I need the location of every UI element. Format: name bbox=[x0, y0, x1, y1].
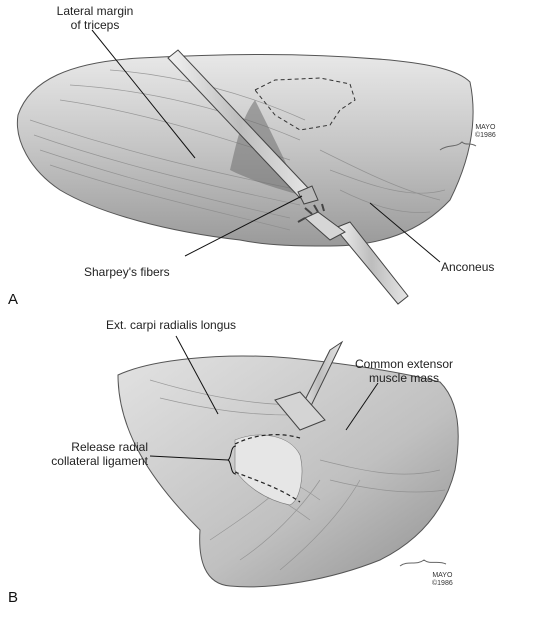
leader-common-extensor bbox=[345, 382, 379, 431]
ligament-region-b bbox=[234, 434, 303, 506]
label-lateral-margin-line2: of triceps bbox=[70, 18, 120, 32]
artist-signature-b bbox=[399, 559, 447, 567]
dashed-cut-line-b bbox=[234, 434, 301, 503]
label-lateral-margin-of-triceps: Lateral margin of triceps bbox=[40, 4, 150, 32]
leader-lines bbox=[91, 29, 441, 475]
leader-sharpeys-fibers bbox=[184, 195, 303, 257]
label-common-extensor-line1: Common extensor bbox=[354, 357, 454, 371]
mayo-stamp-a: MAYO ©1986 bbox=[475, 124, 496, 140]
stamp-b-line2: ©1986 bbox=[432, 580, 453, 587]
label-release-radial-collateral-ligament: Release radial collateral ligament bbox=[24, 440, 148, 468]
leader-release-ligament bbox=[149, 455, 229, 461]
muscle-striations-a bbox=[29, 69, 446, 231]
stamp-a-line2: ©1986 bbox=[475, 132, 496, 139]
artist-signature-a bbox=[439, 141, 477, 151]
stamp-a-line1: MAYO bbox=[475, 124, 496, 131]
leader-lateral-margin bbox=[91, 29, 196, 159]
bracket-release-ligament bbox=[226, 445, 237, 475]
fork-retractor bbox=[297, 203, 409, 305]
dashed-outline-a bbox=[254, 77, 356, 131]
leader-anconeus bbox=[369, 202, 441, 263]
label-lateral-margin-line1: Lateral margin bbox=[56, 4, 134, 18]
panel-a-drawing bbox=[16, 49, 477, 305]
label-release-line1: Release radial bbox=[71, 440, 148, 454]
label-sharpeys-fibers: Sharpey's fibers bbox=[84, 265, 170, 279]
leader-ext-carpi bbox=[175, 335, 219, 415]
panel-letter-a: A bbox=[8, 291, 19, 308]
label-anconeus: Anconeus bbox=[441, 260, 495, 274]
panel-letter-b: B bbox=[8, 589, 19, 606]
stamp-b-line1: MAYO bbox=[432, 572, 453, 579]
retractor-b bbox=[274, 340, 344, 431]
mayo-stamp-b: MAYO ©1986 bbox=[432, 572, 453, 588]
panel-b-drawing bbox=[117, 340, 459, 588]
label-common-extensor-line2: muscle mass bbox=[368, 371, 439, 385]
label-ext-carpi-radialis-longus: Ext. carpi radialis longus bbox=[106, 318, 237, 332]
label-release-line2: collateral ligament bbox=[51, 454, 148, 468]
label-common-extensor-muscle-mass: Common extensor muscle mass bbox=[344, 357, 464, 385]
retractor-upper bbox=[167, 49, 319, 205]
